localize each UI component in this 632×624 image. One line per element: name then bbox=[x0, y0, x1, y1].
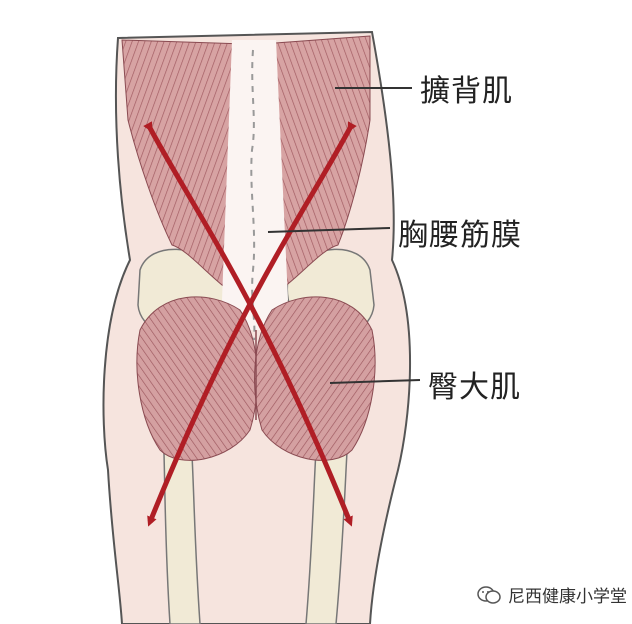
watermark-text: 尼西健康小学堂 bbox=[508, 587, 627, 607]
watermark: 尼西健康小学堂 bbox=[476, 582, 627, 607]
leader-gluteus bbox=[329, 379, 421, 384]
wechat-icon bbox=[477, 585, 501, 604]
leader-fascia bbox=[267, 227, 391, 233]
arrow-lat-to-glute-b bbox=[147, 121, 357, 527]
label-thoracolumbar-fascia: 胸腰筋膜 bbox=[398, 218, 522, 253]
label-gluteus: 臀大肌 bbox=[428, 370, 521, 405]
label-latissimus: 擴背肌 bbox=[420, 74, 513, 109]
